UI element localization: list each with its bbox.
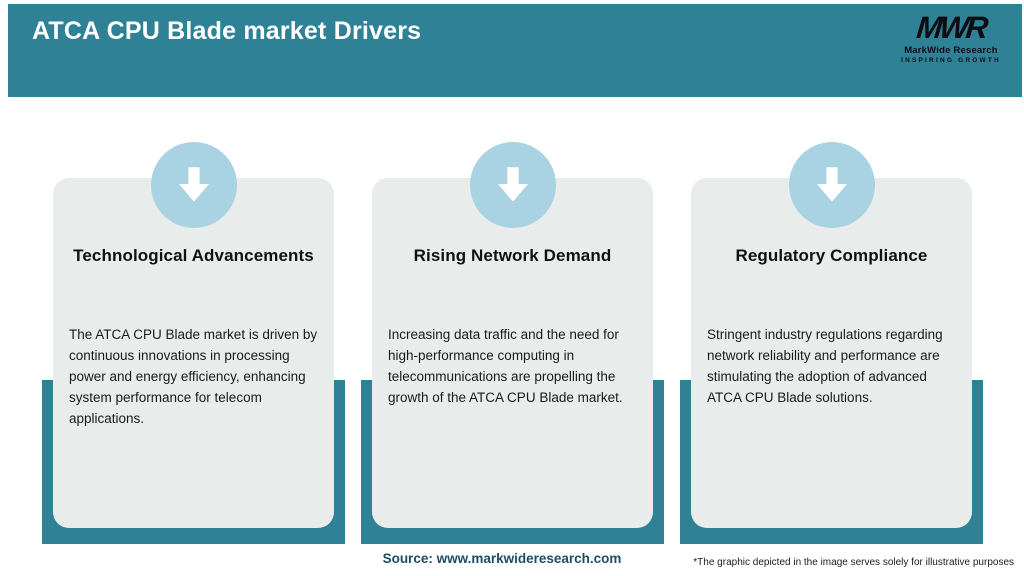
logo-tagline: INSPIRING GROWTH [901, 56, 1001, 64]
icon-circle [151, 142, 237, 228]
disclaimer-text: *The graphic depicted in the image serve… [693, 557, 1014, 568]
header-band: ATCA CPU Blade market Drivers MWR MarkWi… [8, 4, 1022, 97]
down-arrow-icon [488, 160, 538, 210]
driver-card-regulatory-compliance: Regulatory Compliance Stringent industry… [691, 178, 972, 528]
card-title: Technological Advancements [73, 246, 314, 265]
down-arrow-icon [169, 160, 219, 210]
driver-card-technological-advancements: Technological Advancements The ATCA CPU … [53, 178, 334, 528]
card-title: Regulatory Compliance [735, 246, 928, 265]
down-arrow-icon [807, 160, 857, 210]
markwide-research-logo: MWR MarkWide Research INSPIRING GROWTH [896, 10, 1006, 64]
logo-name: MarkWide Research [904, 45, 998, 56]
logo-acronym: MWR [914, 10, 988, 45]
card-body: Increasing data traffic and the need for… [388, 327, 623, 406]
card-title: Rising Network Demand [413, 246, 612, 265]
icon-circle [789, 142, 875, 228]
page-title: ATCA CPU Blade market Drivers [32, 17, 422, 45]
card-body: The ATCA CPU Blade market is driven by c… [69, 327, 318, 427]
icon-circle [470, 142, 556, 228]
driver-card-rising-network-demand: Rising Network Demand Increasing data tr… [372, 178, 653, 528]
source-text: Source: www.markwideresearch.com [382, 551, 622, 566]
card-body: Stringent industry regulations regarding… [707, 327, 943, 406]
